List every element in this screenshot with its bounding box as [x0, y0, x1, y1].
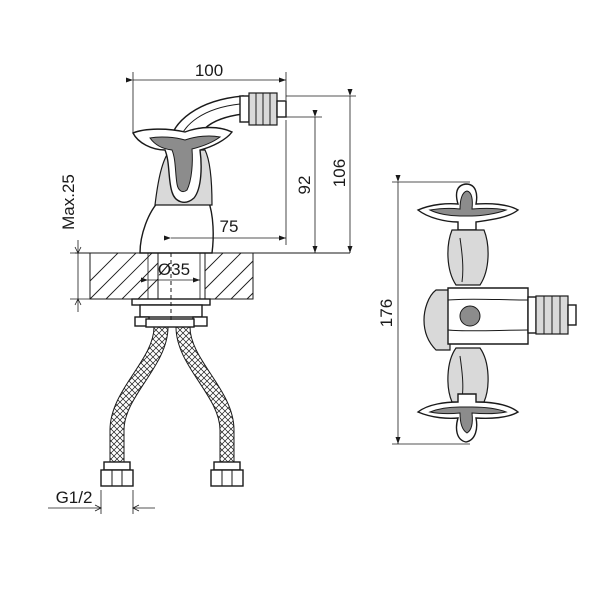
- label-thread: G1/2: [56, 488, 93, 507]
- dimension-total-height: 106: [286, 89, 356, 253]
- label-outlet-height: 92: [295, 176, 314, 195]
- side-upper-body: [447, 229, 489, 286]
- deck-section: [75, 252, 350, 300]
- dimension-width: 100: [126, 61, 287, 133]
- side-handle-top: [416, 183, 520, 231]
- dimension-deck-thickness: Max.25: [59, 174, 90, 312]
- flex-hoses: [100, 326, 244, 487]
- mounting-hardware: [131, 253, 211, 328]
- front-handle: [132, 126, 234, 203]
- dimension-reach: 75: [164, 120, 287, 245]
- label-deck-thickness: Max.25: [59, 174, 78, 230]
- dimension-hole: Ø35: [141, 253, 201, 299]
- label-total-height: 106: [330, 159, 349, 187]
- label-hole: Ø35: [158, 260, 190, 279]
- label-width: 100: [195, 61, 223, 80]
- dimension-side-height: 176: [377, 175, 470, 445]
- label-reach: 75: [220, 217, 239, 236]
- dimension-thread: G1/2: [48, 488, 155, 514]
- front-view: 100 75 92 106 Max.25: [48, 61, 356, 514]
- label-side-height: 176: [377, 299, 396, 327]
- side-handle-bottom: [416, 393, 520, 443]
- side-center-body: [423, 287, 577, 351]
- dimension-outlet-height: 92: [286, 110, 322, 253]
- side-view: 176: [377, 175, 577, 445]
